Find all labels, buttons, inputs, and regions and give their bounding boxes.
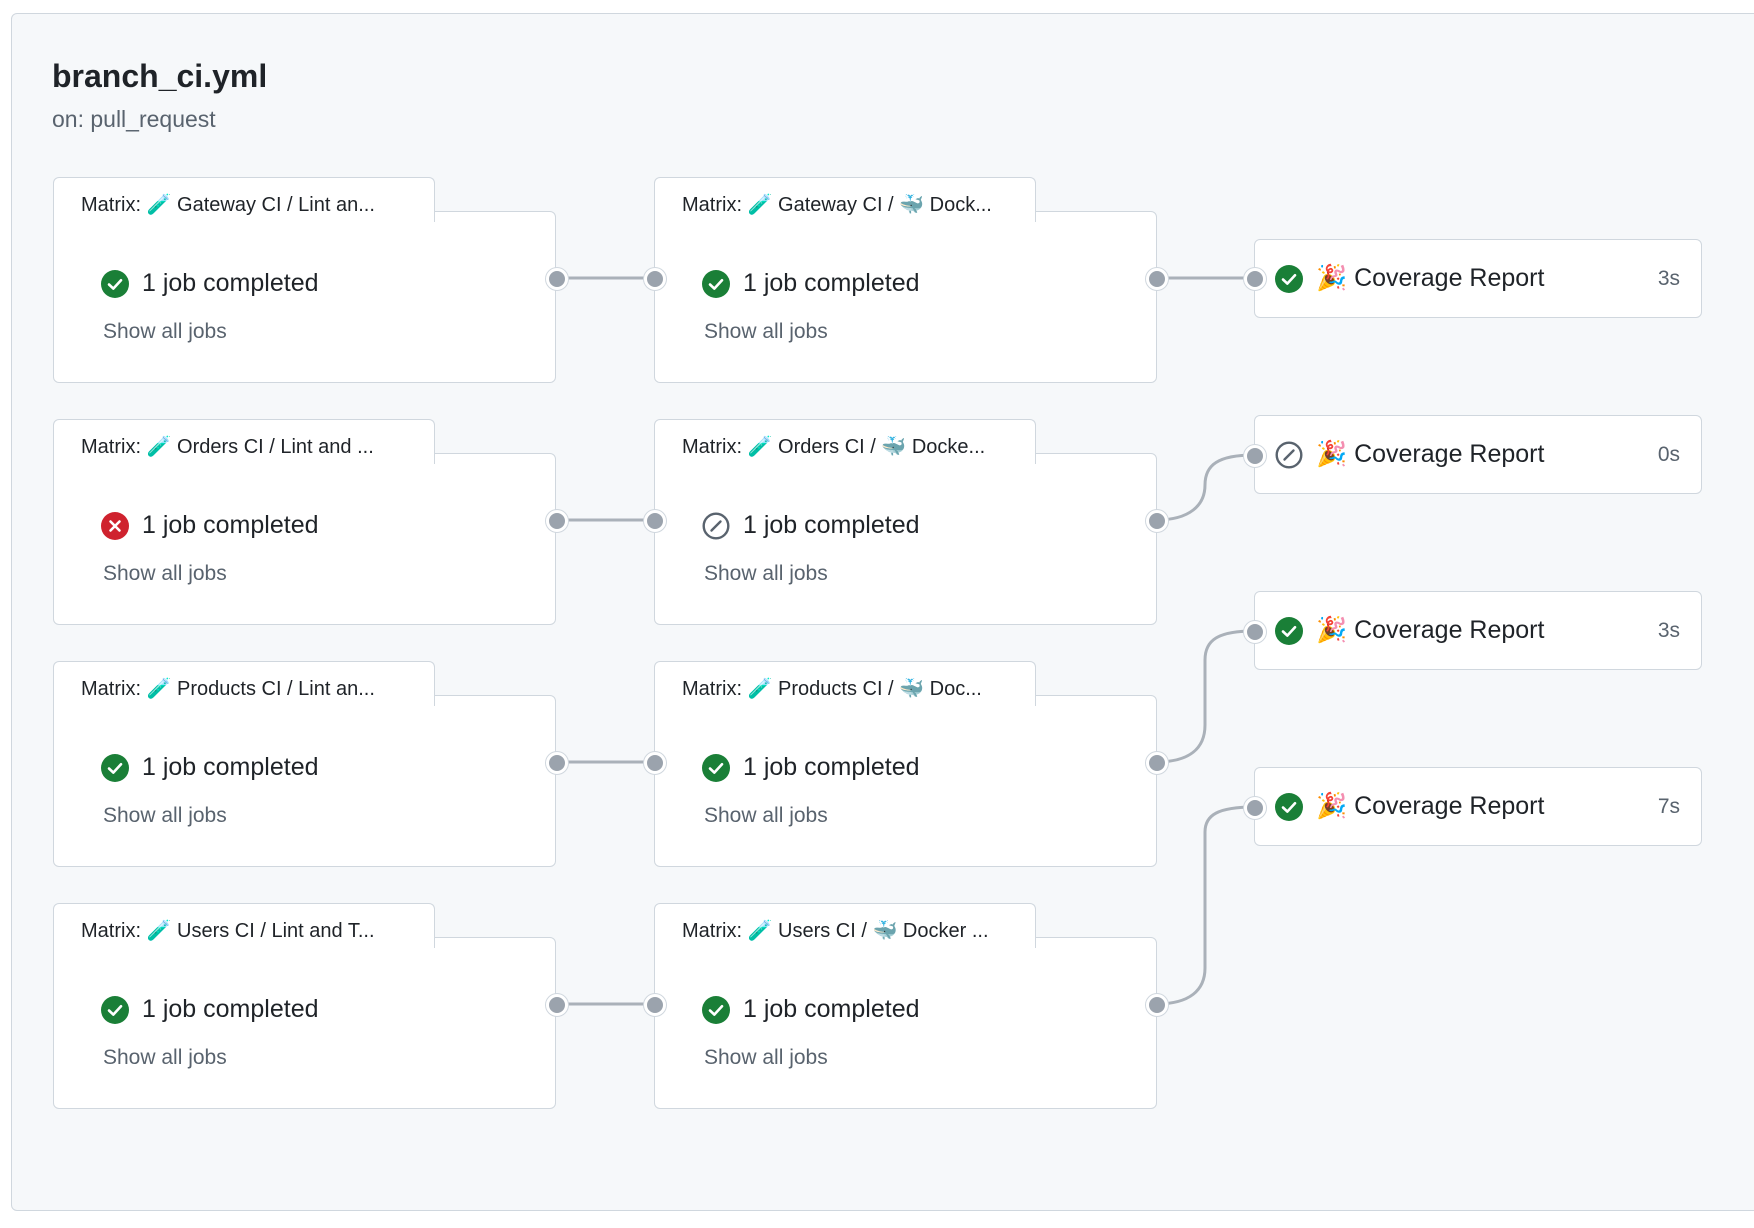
connection-line [1154, 805, 1256, 1006]
job-status-text: 1 job completed [142, 269, 319, 297]
workflow-title[interactable]: branch_ci.yml [52, 58, 268, 94]
input-connector-dot [644, 268, 666, 290]
show-all-jobs-link[interactable]: Show all jobs [704, 804, 828, 827]
show-all-jobs-link[interactable]: Show all jobs [704, 562, 828, 585]
show-all-jobs-link[interactable]: Show all jobs [103, 320, 227, 343]
job-status-text: 1 job completed [743, 753, 920, 781]
connection-line [1154, 453, 1256, 522]
matrix-job-card[interactable]: Matrix: 🧪 Products CI / 🐳 Doc... 1 job c… [654, 661, 1157, 867]
show-all-jobs-link[interactable]: Show all jobs [103, 1046, 227, 1069]
success-check-icon [702, 753, 730, 782]
job-status-text: 1 job completed [142, 753, 319, 781]
output-connector-dot [546, 510, 568, 532]
workflow-trigger: on: pull_request [52, 106, 216, 132]
input-connector-dot [1244, 445, 1266, 467]
matrix-job-card[interactable]: Matrix: 🧪 Orders CI / Lint and ... 1 job… [53, 419, 556, 625]
report-job-name: 🎉 Coverage Report [1316, 792, 1545, 820]
matrix-job-title[interactable]: Matrix: 🧪 Gateway CI / Lint an... [81, 194, 375, 216]
output-connector-dot [546, 994, 568, 1016]
output-connector-dot [1146, 510, 1168, 532]
coverage-report-job[interactable]: 🎉 Coverage Report 3s [1254, 591, 1702, 670]
output-connector-dot [546, 752, 568, 774]
show-all-jobs-link[interactable]: Show all jobs [103, 804, 227, 827]
show-all-jobs-link[interactable]: Show all jobs [704, 320, 828, 343]
matrix-job-card[interactable]: Matrix: 🧪 Users CI / Lint and T... 1 job… [53, 903, 556, 1109]
report-job-name: 🎉 Coverage Report [1316, 440, 1545, 468]
input-connector-dot [644, 994, 666, 1016]
job-status-text: 1 job completed [743, 511, 920, 539]
success-check-icon [702, 269, 730, 298]
job-status-text: 1 job completed [142, 995, 319, 1023]
success-check-icon [702, 995, 730, 1024]
matrix-job-card[interactable]: Matrix: 🧪 Gateway CI / Lint an... 1 job … [53, 177, 556, 383]
skipped-icon [702, 511, 730, 540]
success-check-icon [101, 753, 129, 782]
input-connector-dot [1244, 621, 1266, 643]
input-connector-dot [644, 510, 666, 532]
output-connector-dot [1146, 752, 1168, 774]
matrix-job-title[interactable]: Matrix: 🧪 Products CI / Lint an... [81, 678, 375, 700]
output-connector-dot [1146, 268, 1168, 290]
matrix-job-title[interactable]: Matrix: 🧪 Users CI / Lint and T... [81, 920, 375, 942]
matrix-job-title[interactable]: Matrix: 🧪 Products CI / 🐳 Doc... [682, 678, 982, 700]
output-connector-dot [546, 268, 568, 290]
matrix-job-title[interactable]: Matrix: 🧪 Gateway CI / 🐳 Dock... [682, 194, 992, 216]
success-check-icon [101, 995, 129, 1024]
matrix-job-card[interactable]: Matrix: 🧪 Users CI / 🐳 Docker ... 1 job … [654, 903, 1157, 1109]
coverage-report-job[interactable]: 🎉 Coverage Report 0s [1254, 415, 1702, 494]
failure-x-icon [101, 511, 129, 540]
output-connector-dot [1146, 994, 1168, 1016]
report-job-name: 🎉 Coverage Report [1316, 264, 1545, 292]
job-duration: 3s [1657, 267, 1680, 290]
matrix-job-title[interactable]: Matrix: 🧪 Orders CI / Lint and ... [81, 436, 374, 458]
job-duration: 3s [1657, 619, 1680, 642]
success-check-icon [1275, 793, 1303, 821]
job-duration: 7s [1657, 795, 1680, 818]
job-status-text: 1 job completed [743, 269, 920, 297]
matrix-job-card[interactable]: Matrix: 🧪 Products CI / Lint an... 1 job… [53, 661, 556, 867]
show-all-jobs-link[interactable]: Show all jobs [103, 562, 227, 585]
matrix-job-title[interactable]: Matrix: 🧪 Orders CI / 🐳 Docke... [682, 436, 986, 458]
show-all-jobs-link[interactable]: Show all jobs [704, 1046, 828, 1069]
success-check-icon [101, 269, 129, 298]
input-connector-dot [644, 752, 666, 774]
job-status-text: 1 job completed [743, 995, 920, 1023]
matrix-job-title[interactable]: Matrix: 🧪 Users CI / 🐳 Docker ... [682, 920, 989, 942]
job-duration: 0s [1657, 443, 1680, 466]
success-check-icon [1275, 265, 1303, 293]
report-job-name: 🎉 Coverage Report [1316, 616, 1545, 644]
matrix-job-card[interactable]: Matrix: 🧪 Orders CI / 🐳 Docke... 1 job c… [654, 419, 1157, 625]
coverage-report-job[interactable]: 🎉 Coverage Report 3s [1254, 239, 1702, 318]
input-connector-dot [1244, 797, 1266, 819]
coverage-report-job[interactable]: 🎉 Coverage Report 7s [1254, 767, 1702, 846]
skipped-icon [1275, 441, 1303, 469]
matrix-job-card[interactable]: Matrix: 🧪 Gateway CI / 🐳 Dock... 1 job c… [654, 177, 1157, 383]
connection-line [1154, 629, 1256, 764]
input-connector-dot [1244, 268, 1266, 290]
job-status-text: 1 job completed [142, 511, 319, 539]
success-check-icon [1275, 617, 1303, 645]
